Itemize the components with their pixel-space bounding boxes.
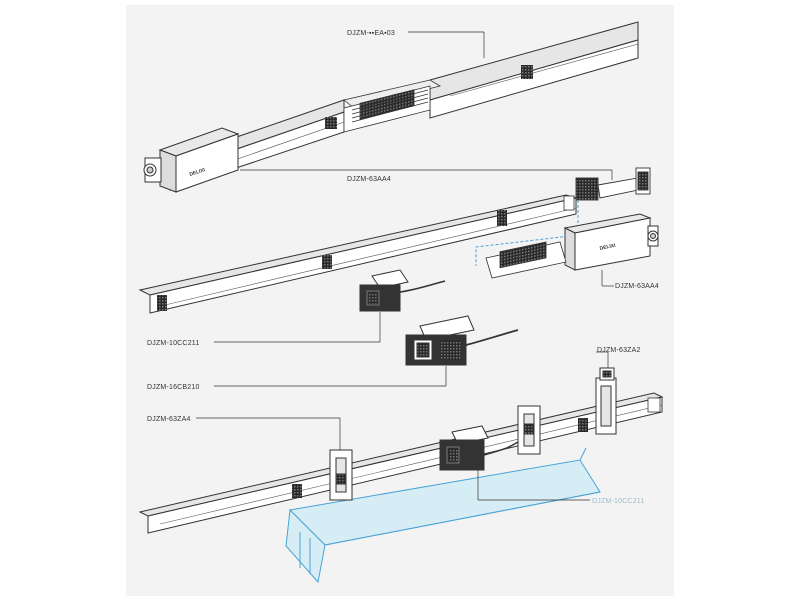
rail-port-6	[292, 484, 302, 498]
rail-port-3	[157, 295, 167, 311]
rail-end-cap-bottom	[647, 397, 661, 413]
top-feed-box	[143, 127, 240, 193]
label-plug-installed: DJZM-10CC211	[592, 498, 644, 505]
rail-port-5	[497, 210, 507, 226]
end-cable-connector	[575, 167, 651, 201]
lighting-fixture	[285, 447, 601, 584]
plug-unit-installed	[439, 425, 519, 471]
hanger-left	[329, 449, 353, 501]
label-feed-unit-b: DJZM-63AA4	[615, 283, 659, 290]
rail-port-4	[322, 255, 332, 269]
plug-unit-b	[405, 315, 519, 366]
middle-busbar-rail	[138, 194, 578, 314]
top-joint-connector	[343, 79, 442, 133]
label-feed-unit-a: DJZM-63AA4	[347, 176, 391, 183]
middle-feed-box	[563, 213, 659, 271]
feed-box-logo-top: DELIXI	[189, 167, 207, 178]
label-plug-a: DJZM-10CC211	[147, 340, 199, 347]
label-top-connector: DJZM-▪▪EA▪03	[347, 30, 395, 37]
label-hanger-right: DJZM-63ZA2	[597, 347, 641, 354]
rail-end-cap	[563, 195, 575, 211]
hanger-middle	[517, 405, 541, 455]
rail-port-1	[325, 117, 337, 129]
rail-port-2	[521, 65, 533, 79]
middle-joint-block	[485, 241, 567, 279]
feed-box-logo-mid: DELIXI	[599, 243, 617, 252]
hanger-right	[595, 367, 617, 435]
label-plug-b: DJZM-16CB210	[147, 384, 200, 391]
assembly-guide-line	[475, 200, 579, 266]
label-hanger-left: DJZM-63ZA4	[147, 416, 191, 423]
plug-unit-a	[359, 269, 446, 312]
rail-port-7	[578, 418, 588, 432]
